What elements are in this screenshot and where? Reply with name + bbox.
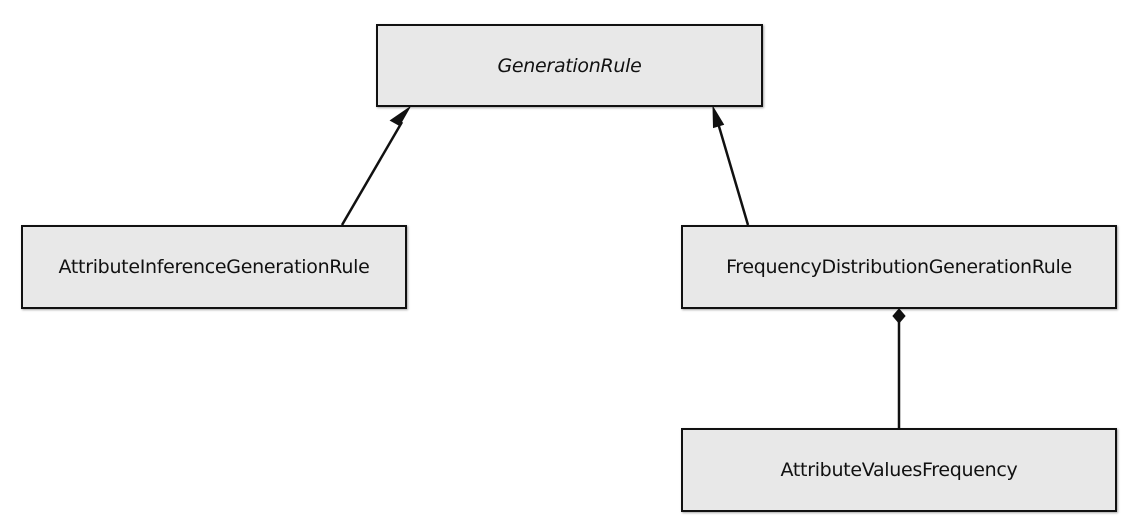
composition-diamond	[892, 308, 906, 324]
class-name-attribute-inference-generation-rule: AttributeInferenceGenerationRule	[58, 256, 370, 278]
class-name-frequency-distribution-generation-rule: FrequencyDistributionGenerationRule	[726, 256, 1072, 278]
class-name-generation-rule: GenerationRule	[497, 54, 642, 77]
generalization-line-attribute-inference	[340, 121, 404, 226]
class-frequency-distribution-generation-rule[interactable]: FrequencyDistributionGenerationRule	[681, 225, 1117, 309]
class-name-attribute-values-frequency: AttributeValuesFrequency	[780, 459, 1018, 481]
generalization-line-frequency-distribution	[716, 122, 750, 226]
generalization-arrowhead-attribute-inference	[389, 106, 411, 127]
generalization-arrowhead-frequency-distribution	[712, 105, 725, 129]
class-generation-rule[interactable]: GenerationRule	[376, 24, 763, 107]
class-attribute-values-frequency[interactable]: AttributeValuesFrequency	[681, 428, 1117, 512]
class-attribute-inference-generation-rule[interactable]: AttributeInferenceGenerationRule	[21, 225, 407, 309]
